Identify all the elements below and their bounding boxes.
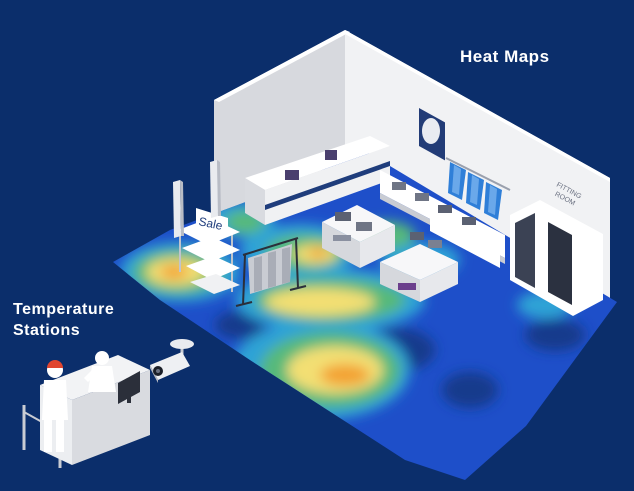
- monitor: [118, 371, 140, 404]
- staff-arm: [84, 370, 96, 382]
- hanging-clothes: [268, 251, 276, 288]
- folded-clothes: [356, 222, 372, 231]
- hanging-clothes: [282, 247, 290, 284]
- security-gate: [173, 180, 181, 238]
- folded-clothes: [335, 212, 351, 221]
- folded-clothes: [438, 205, 452, 213]
- table-front: [380, 262, 420, 302]
- table-front: [322, 222, 360, 268]
- rack-base: [235, 301, 253, 307]
- customer-leg: [56, 420, 64, 452]
- heat-high-zone: [265, 288, 375, 316]
- security-gate: [210, 160, 218, 218]
- table-top: [380, 244, 458, 280]
- heat-cold-zone: [442, 372, 498, 408]
- heat-maps-label: Heat Maps: [460, 47, 550, 66]
- sale-sign: Sale: [197, 214, 224, 233]
- display-table-front: [380, 232, 458, 302]
- security-gate: [180, 180, 184, 236]
- staff-body: [88, 366, 116, 392]
- shelf-board: [190, 274, 240, 294]
- jacket-shelf: [430, 215, 500, 268]
- folded-clothes: [462, 217, 476, 225]
- left-wall-top: [214, 30, 350, 102]
- table-side: [420, 262, 458, 302]
- temperature-stations-line2: Stations: [13, 322, 81, 339]
- rack-leg: [295, 238, 299, 289]
- rack-leg: [242, 254, 246, 306]
- shelf-board: [182, 237, 240, 262]
- right-wall-edge: [345, 30, 610, 182]
- rack-bar: [242, 237, 299, 256]
- wall-picture-moon: [422, 118, 440, 144]
- shelf-board: [178, 218, 240, 245]
- customer-leg: [44, 420, 52, 452]
- security-gates: [173, 160, 221, 238]
- sale-sign-board: [196, 208, 228, 234]
- jacket-rail: [445, 157, 511, 191]
- security-gate: [217, 160, 221, 216]
- fitting-room-door: [548, 222, 572, 305]
- heat-peak-zone: [320, 364, 370, 386]
- heat-peak-zone: [160, 265, 188, 279]
- monitor-stand: [127, 395, 131, 403]
- temperature-station: [22, 339, 194, 468]
- sale-shelf: Sale: [178, 208, 240, 294]
- folded-clothes: [428, 240, 442, 248]
- folded-clothes: [398, 283, 416, 290]
- hanging-clothes: [254, 256, 262, 292]
- folded-clothes: [333, 235, 351, 241]
- temperature-stations-label: Temperature Stations: [13, 299, 114, 341]
- fever-indicator: [47, 360, 63, 368]
- clothing-rack: [235, 237, 307, 307]
- register: [285, 170, 299, 180]
- shelf-unit: [380, 170, 505, 258]
- register: [325, 150, 337, 160]
- heat-map-floor: [113, 148, 617, 480]
- fitting-room-door: [515, 213, 535, 288]
- display-table-back: [322, 205, 395, 268]
- table-side: [360, 225, 395, 268]
- rack-base: [289, 285, 307, 291]
- camera-lens-icon: [156, 369, 160, 373]
- folded-clothes: [415, 193, 429, 201]
- counter-stripe: [265, 161, 390, 210]
- shelf-board: [186, 256, 240, 280]
- jacket: [452, 165, 461, 195]
- folded-clothes: [392, 182, 406, 190]
- jacket: [488, 185, 497, 215]
- staff-head: [95, 351, 109, 365]
- counter-top: [245, 136, 390, 190]
- folded-clothes: [410, 232, 424, 240]
- jacket-display: [430, 157, 511, 268]
- temperature-stations-line1: Temperature: [13, 301, 115, 318]
- jacket: [470, 175, 479, 205]
- fitting-room: FITTING ROOM: [510, 182, 603, 316]
- counter-front: [245, 178, 265, 225]
- thermal-camera: [150, 352, 190, 380]
- camera-mount-plate: [170, 339, 194, 349]
- checkout-counter: [245, 136, 390, 225]
- heat-peak-zone: [308, 248, 328, 258]
- heat-cold-zone: [525, 319, 585, 351]
- customer-body: [42, 380, 68, 420]
